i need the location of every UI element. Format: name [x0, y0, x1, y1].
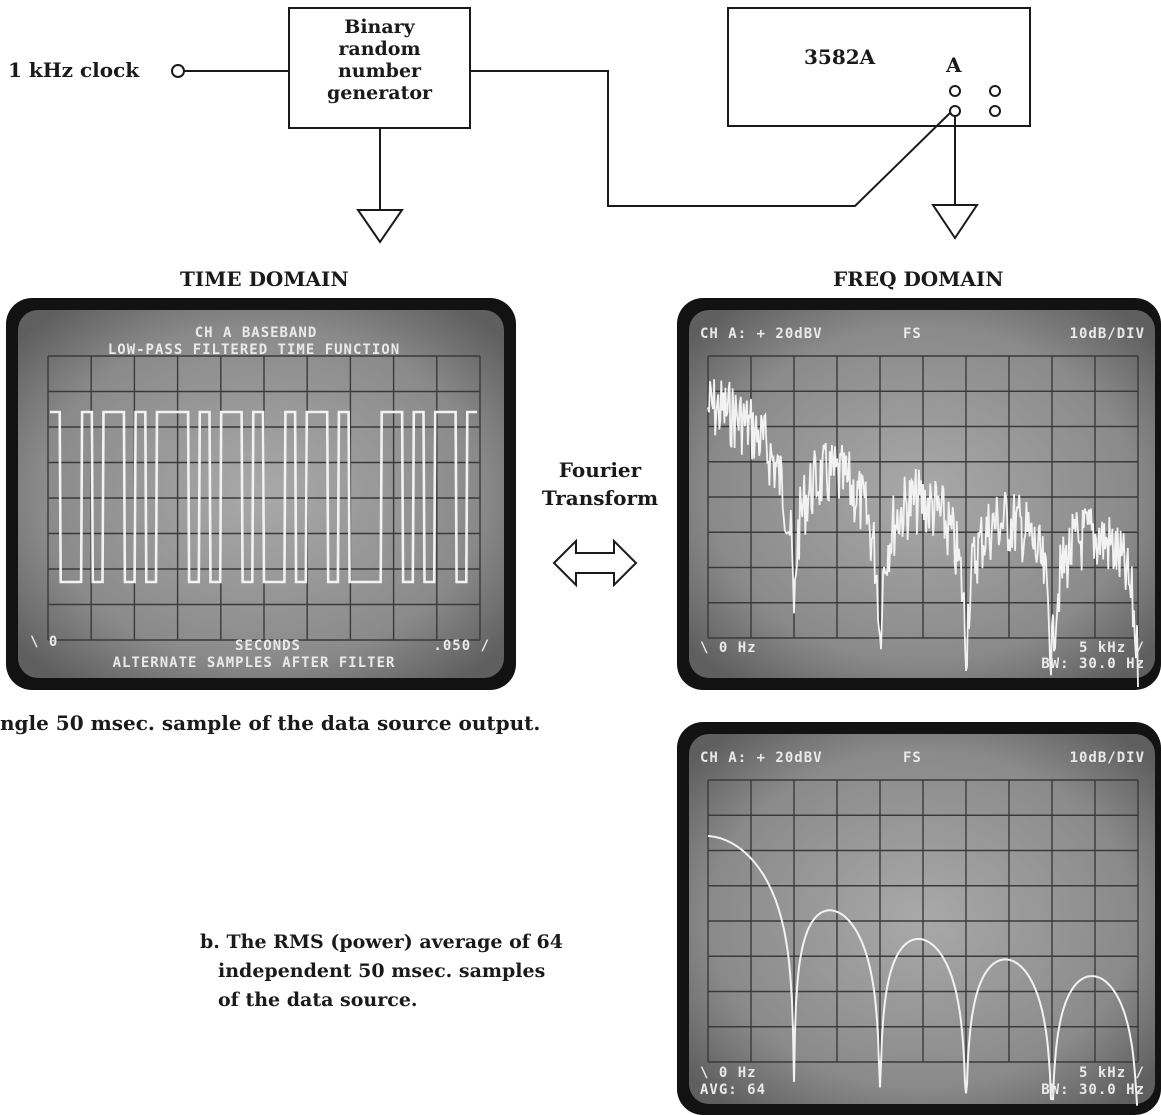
- freq-bottom-right: 5 kHz /: [1079, 640, 1145, 656]
- avg-bottom-left: \ 0 Hz: [700, 1065, 757, 1081]
- freq-top-mid: FS: [903, 326, 922, 342]
- avg-top-mid: FS: [903, 750, 922, 766]
- caption-a: ngle 50 msec. sample of the data source …: [0, 711, 541, 735]
- avg-top-right: 10dB/DIV: [1070, 750, 1145, 766]
- fourier-label-line2: Transform: [541, 486, 659, 510]
- analyzer-input-a: [949, 85, 961, 97]
- avg-bottom-right: 5 kHz /: [1079, 1065, 1145, 1081]
- time-top-line2: LOW-PASS FILTERED TIME FUNCTION: [108, 342, 400, 358]
- freq-top-left: CH A: + 20dBV: [700, 326, 823, 342]
- caption-b-line: of the data source.: [218, 989, 418, 1011]
- generator-line: generator: [326, 82, 433, 104]
- time-bottom-left: \ 0: [30, 634, 58, 650]
- freq-domain-heading: FREQ DOMAIN: [833, 267, 1004, 291]
- ground-symbol-right: [931, 204, 979, 240]
- generator-line: Binary: [344, 16, 415, 38]
- time-bottom-line2: ALTERNATE SAMPLES AFTER FILTER: [113, 655, 396, 671]
- generator-line: number: [337, 60, 422, 82]
- time-grid: [47, 355, 481, 641]
- generator-line: random: [338, 38, 421, 60]
- freq-domain-screen: CH A: + 20dBV FS 10dB/DIV \ 0 Hz 5 kHz /…: [677, 298, 1161, 690]
- freq-bottom-left: \ 0 Hz: [700, 640, 757, 656]
- ground-symbol-left: [356, 209, 404, 244]
- analyzer-channel-label: A: [946, 53, 962, 77]
- signal-wire: [470, 70, 951, 207]
- caption-b: b. The RMS (power) average of 64 indepen…: [200, 928, 563, 1015]
- analyzer-model: 3582A: [804, 45, 876, 69]
- avg-bottom-line2-right: BW: 30.0 Hz: [1041, 1082, 1145, 1098]
- avg-grid: [707, 779, 1139, 1063]
- freq-domain-trace: [707, 379, 1139, 688]
- analyzer-box: [727, 7, 1031, 127]
- clock-label: 1 kHz clock: [8, 58, 140, 82]
- time-domain-trace: [50, 410, 477, 584]
- avg-bottom-line2-left: AVG: 64: [700, 1082, 766, 1098]
- fourier-label-line1: Fourier: [558, 458, 642, 482]
- time-domain-screen: CH A BASEBAND LOW-PASS FILTERED TIME FUN…: [6, 298, 516, 690]
- caption-b-line: b. The RMS (power) average of 64: [200, 931, 563, 953]
- generator-label: Binary random number generator: [289, 16, 470, 104]
- caption-b-line: independent 50 msec. samples: [218, 960, 546, 982]
- time-bottom-center: SECONDS: [235, 638, 301, 654]
- time-bottom-right: .050 /: [433, 638, 490, 654]
- averaged-spectrum-screen: CH A: + 20dBV FS 10dB/DIV \ 0 Hz 5 kHz /…: [677, 722, 1161, 1115]
- analyzer-input-b-low: [989, 105, 1001, 117]
- freq-bottom-line2: BW: 30.0 Hz: [1041, 656, 1145, 672]
- time-top-line1: CH A BASEBAND: [195, 325, 318, 341]
- averaged-spectrum-trace: [708, 835, 1139, 1106]
- time-domain-heading: TIME DOMAIN: [180, 267, 349, 291]
- analyzer-input-b: [989, 85, 1001, 97]
- fourier-double-arrow: [552, 538, 638, 588]
- freq-top-right: 10dB/DIV: [1070, 326, 1145, 342]
- avg-top-left: CH A: + 20dBV: [700, 750, 823, 766]
